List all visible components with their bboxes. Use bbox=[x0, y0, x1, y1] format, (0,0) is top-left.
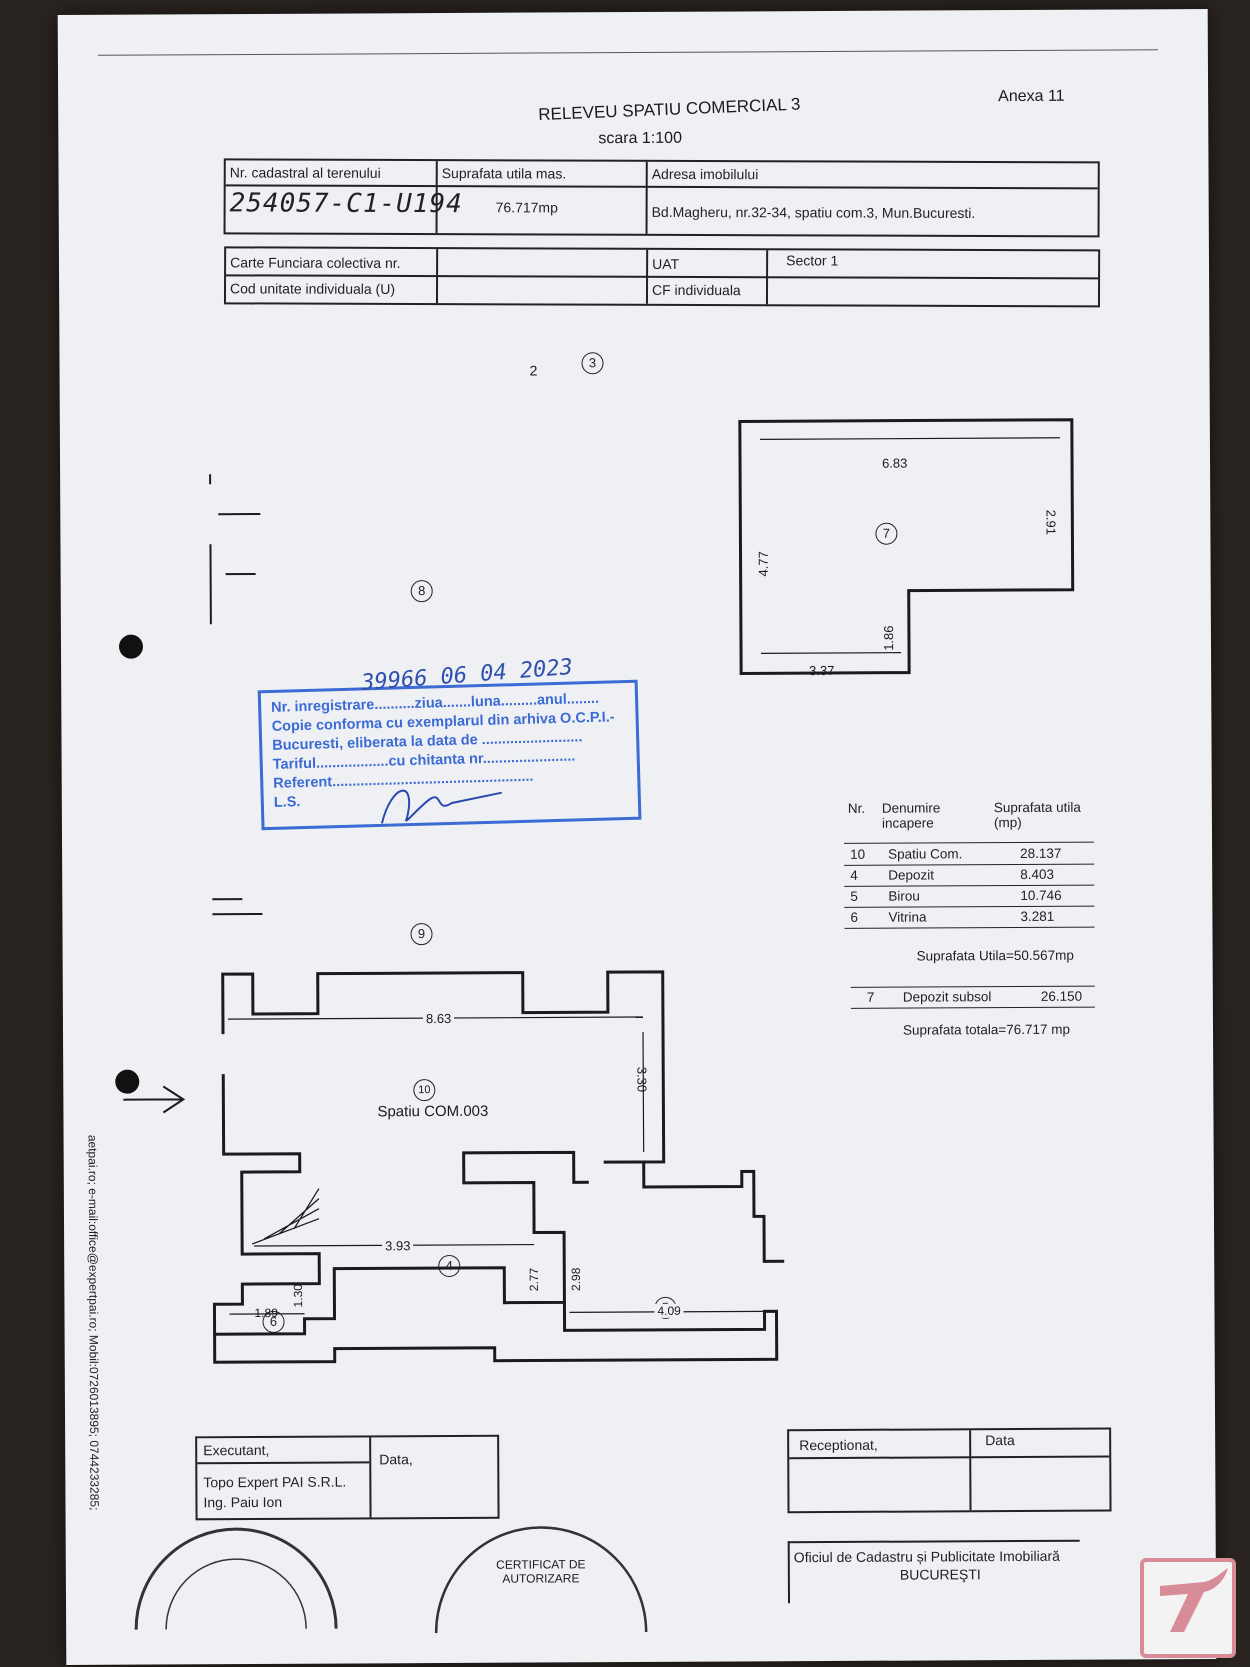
room-7-outline bbox=[738, 418, 1075, 675]
receptionat-table: Receptionat, Data bbox=[787, 1427, 1112, 1514]
legend-cell-nr: 6 bbox=[850, 909, 858, 925]
legend-cell-nr: 5 bbox=[850, 888, 858, 904]
dim-683: 6.83 bbox=[882, 455, 908, 471]
dim-277: 2.77 bbox=[526, 1267, 542, 1292]
legend-basement-nr: 7 bbox=[866, 989, 875, 1005]
legend-row: 4 Depozit 8.403 bbox=[844, 864, 1095, 887]
dim-477: 4.77 bbox=[755, 551, 771, 577]
executant-date-label: Data, bbox=[379, 1451, 413, 1468]
receptionat-date-label: Data bbox=[985, 1432, 1015, 1449]
legend-col-nr: Nr. bbox=[847, 800, 866, 816]
dim-130: 1.30 bbox=[291, 1284, 306, 1308]
legend-col-name: Denumire incapere bbox=[881, 800, 941, 831]
legend-basement-area: 26.150 bbox=[1040, 988, 1083, 1004]
room-9-number: 9 bbox=[410, 923, 433, 946]
dim-409: 4.09 bbox=[654, 1303, 684, 1318]
authority-stamp-text: CERTIFICAT DE AUTORIZARE bbox=[496, 1557, 586, 1586]
engineer-name: Ing. Paiu Ion bbox=[203, 1493, 283, 1511]
legend-cell-name: Depozit bbox=[888, 867, 935, 883]
company-round-stamp bbox=[134, 1527, 338, 1630]
legend-cell-area: 3.281 bbox=[1020, 908, 1055, 924]
dim-186: 1.86 bbox=[881, 625, 897, 651]
room-4-number: 4 bbox=[438, 1254, 461, 1278]
dim-189: 1.89 bbox=[254, 1305, 278, 1321]
legend-cell-name: Spatiu Com. bbox=[888, 846, 963, 862]
stamp-signature bbox=[380, 789, 502, 824]
legend-col-area: Suprafata utila (mp) bbox=[993, 799, 1081, 831]
office-line-2: BUCUREŞTI bbox=[899, 1566, 981, 1583]
legend-basement-row: 7 Depozit subsol 26.150 bbox=[850, 985, 1095, 1009]
legend-cell-name: Vitrina bbox=[888, 909, 927, 925]
receptionat-label: Receptionat, bbox=[799, 1436, 878, 1454]
room-10-outline bbox=[221, 970, 666, 1164]
office-line-1: Oficiul de Cadastru și Publicitate Imobi… bbox=[793, 1547, 1060, 1566]
room-7-number: 7 bbox=[875, 522, 898, 545]
document-page: RELEVEU SPATIU COMERCIAL 3 scara 1:100 A… bbox=[57, 9, 1217, 1665]
room-8-number: 8 bbox=[410, 580, 433, 603]
legend-basement-name: Depozit subsol bbox=[902, 989, 992, 1005]
legend-cell-area: 10.746 bbox=[1020, 887, 1062, 903]
logo-icon bbox=[1160, 1568, 1228, 1632]
legend-row: 10 Spatiu Com. 28.137 bbox=[844, 843, 1095, 866]
legend-cell-nr: 4 bbox=[850, 867, 858, 883]
dim-337: 3.37 bbox=[809, 662, 835, 679]
dim-298: 2.98 bbox=[568, 1267, 584, 1292]
legend-total: Suprafata totala=76.717 mp bbox=[902, 1021, 1071, 1038]
executant-label: Executant, bbox=[203, 1441, 270, 1459]
dim-863: 8.63 bbox=[422, 1010, 455, 1027]
side-contact-text: aetpai.ro; e-mail:office@expertpai.ro; M… bbox=[85, 1134, 102, 1511]
dim-330: 3.30 bbox=[634, 1066, 650, 1093]
dim-291: 2.91 bbox=[1043, 509, 1059, 536]
legend-cell-name: Birou bbox=[888, 888, 920, 904]
floor-plan bbox=[115, 418, 1075, 1364]
legend-row: 6 Vitrina 3.281 bbox=[844, 906, 1095, 929]
area-legend: Nr. Denumire incapere Suprafata utila (m… bbox=[843, 797, 1102, 1038]
legend-row: 5 Birou 10.746 bbox=[844, 885, 1095, 908]
company-name: Topo Expert PAI S.R.L. bbox=[203, 1473, 347, 1491]
room-10-number: 10 bbox=[413, 1079, 436, 1102]
authority-round-stamp bbox=[434, 1526, 648, 1634]
legend-subtotal: Suprafata Utila=50.567mp bbox=[916, 947, 1074, 964]
watermark-logo bbox=[1140, 1558, 1236, 1658]
space-label: Spatiu COM.003 bbox=[377, 1102, 489, 1121]
office-block: Oficiul de Cadastru și Publicitate Imobi… bbox=[787, 1539, 1081, 1604]
dim-393: 3.93 bbox=[382, 1238, 414, 1254]
legend-cell-area: 8.403 bbox=[1020, 866, 1055, 882]
legend-cell-area: 28.137 bbox=[1020, 845, 1062, 861]
legend-cell-nr: 10 bbox=[850, 846, 866, 862]
